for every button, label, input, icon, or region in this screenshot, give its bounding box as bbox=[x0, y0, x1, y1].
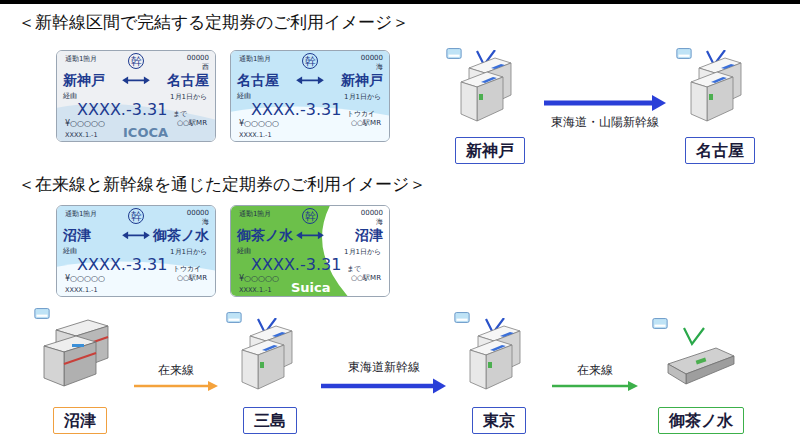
card-text: 経由 bbox=[237, 92, 251, 100]
card-icon bbox=[653, 319, 667, 329]
card-text: 00000 bbox=[361, 54, 383, 62]
card-text: 西 bbox=[202, 63, 209, 71]
card-text: 幹 bbox=[302, 53, 318, 69]
card-text: 経由 bbox=[63, 247, 77, 255]
station-node: 新神戸 bbox=[440, 44, 540, 166]
card-text: 海 bbox=[376, 63, 383, 71]
ticket-card: 通勤1箇月 幹 00000海名古屋 新神戸経由 1月1日からXXXX.-3.31 トウカイ… bbox=[230, 50, 390, 142]
card-text: 1月1日から bbox=[344, 248, 381, 256]
card-text: ○○駅MR bbox=[177, 274, 207, 282]
station-node: 三島 bbox=[222, 310, 317, 436]
card-text: 経由 bbox=[237, 247, 251, 255]
station-node: 沼津 bbox=[30, 310, 130, 436]
card-text: まで bbox=[173, 110, 187, 118]
old-ticket-gate bbox=[44, 320, 108, 386]
route-arrow bbox=[544, 95, 666, 111]
route-label: 在来線 bbox=[575, 363, 615, 377]
card-text: 通勤1箇月 bbox=[65, 55, 97, 63]
route-label: 東海道新幹線 bbox=[346, 360, 422, 374]
card-text: XXXX.-3.31 bbox=[251, 256, 341, 274]
route-label: 東海道・山陽新幹線 bbox=[549, 115, 661, 129]
card-text: 海 bbox=[376, 218, 383, 226]
card-text: 沼津 bbox=[63, 227, 91, 243]
card-text: 新神戸 bbox=[63, 72, 105, 88]
card-text: 新神戸 bbox=[341, 72, 383, 88]
route-arrow bbox=[134, 381, 218, 391]
card-text: XXXX.-3.31 bbox=[77, 256, 167, 274]
card-text: 通勤1箇月 bbox=[239, 210, 271, 218]
card-text: 幹 bbox=[302, 208, 318, 224]
card-text: ○○駅MR bbox=[351, 274, 381, 282]
card-text: 1月1日から bbox=[170, 248, 207, 256]
card-text: XXXX.1.-1 bbox=[239, 132, 272, 139]
route-label: 在来線 bbox=[156, 363, 196, 377]
station-name: 三島 bbox=[243, 407, 297, 434]
card-text: トウカイ bbox=[347, 110, 375, 118]
card-text: ○○駅MR bbox=[351, 119, 381, 127]
card-icon bbox=[227, 313, 241, 323]
station-name: 御茶ノ水 bbox=[658, 407, 744, 434]
card-text: XXXX.-3.31 bbox=[77, 101, 167, 119]
card-icon bbox=[677, 49, 691, 59]
ticket-card: 通勤1箇月 幹 00000海御茶ノ水 沼津経由 1月1日からXXXX.-3.31 まで ¥○… bbox=[230, 205, 390, 297]
ticket-card: 通勤1箇月 幹 00000海沼津 御茶ノ水経由 1月1日からXXXX.-3.31 トウカイ… bbox=[56, 205, 216, 297]
station-name: 新神戸 bbox=[455, 137, 525, 164]
card-text: 海 bbox=[202, 218, 209, 226]
card-text: XXXX.-3.31 bbox=[251, 101, 341, 119]
card-text: 1月1日から bbox=[170, 93, 207, 101]
card-text: XXXX.1.-1 bbox=[65, 132, 98, 139]
route-arrow bbox=[321, 379, 446, 394]
station-name: 東京 bbox=[472, 407, 526, 434]
card-text: まで bbox=[347, 265, 361, 273]
station-node: 御茶ノ水 bbox=[642, 310, 760, 436]
card-text: ○○駅MR bbox=[177, 119, 207, 127]
station-node: 東京 bbox=[450, 310, 548, 436]
card-text: ¥○○○○○ bbox=[65, 119, 105, 128]
section-heading: ＜新幹線区間で完結する定期券のご利用イメージ＞ bbox=[18, 12, 409, 32]
card-text: XXXX.1.-1 bbox=[65, 287, 98, 294]
card-brand: Suica bbox=[291, 281, 331, 296]
card-text: 00000 bbox=[187, 209, 209, 217]
card-text: 00000 bbox=[187, 54, 209, 62]
card-text: ¥○○○○○ bbox=[239, 119, 279, 128]
card-text: ¥○○○○○ bbox=[239, 274, 279, 283]
card-text: 幹 bbox=[128, 208, 144, 224]
ticket-gate bbox=[691, 50, 741, 121]
card-text: トウカイ bbox=[173, 265, 201, 273]
card-text: 名古屋 bbox=[237, 72, 279, 88]
card-text: 1月1日から bbox=[344, 93, 381, 101]
flat-ticket-gate bbox=[668, 328, 734, 384]
ticket-gate bbox=[242, 318, 292, 389]
card-text: 沼津 bbox=[355, 227, 383, 243]
card-text: ¥○○○○○ bbox=[65, 274, 105, 283]
card-text: 名古屋 bbox=[167, 72, 209, 88]
card-text: XXXX.1.-1 bbox=[239, 287, 272, 294]
card-text: 通勤1箇月 bbox=[239, 55, 271, 63]
station-name: 名古屋 bbox=[685, 137, 755, 164]
station-node: 名古屋 bbox=[670, 44, 770, 166]
card-text: 御茶ノ水 bbox=[153, 227, 209, 243]
card-brand: ICOCA bbox=[123, 126, 168, 141]
card-text: 通勤1箇月 bbox=[65, 210, 97, 218]
card-text: 幹 bbox=[128, 53, 144, 69]
route-arrow bbox=[552, 381, 638, 391]
ticket-gate bbox=[461, 50, 511, 121]
top-rule bbox=[0, 0, 800, 4]
ticket-gate bbox=[470, 318, 520, 389]
station-name: 沼津 bbox=[53, 407, 107, 434]
section-heading: ＜在来線と新幹線を通じた定期券のご利用イメージ＞ bbox=[18, 174, 426, 194]
card-text: 御茶ノ水 bbox=[237, 227, 293, 243]
card-icon bbox=[455, 313, 469, 323]
card-icon bbox=[35, 309, 49, 319]
ticket-card: 通勤1箇月 幹 00000西新神戸 名古屋経由 1月1日からXXXX.-3.31 まで ¥○… bbox=[56, 50, 216, 142]
card-icon bbox=[447, 49, 461, 59]
card-text: 00000 bbox=[361, 209, 383, 217]
card-text: 経由 bbox=[63, 92, 77, 100]
